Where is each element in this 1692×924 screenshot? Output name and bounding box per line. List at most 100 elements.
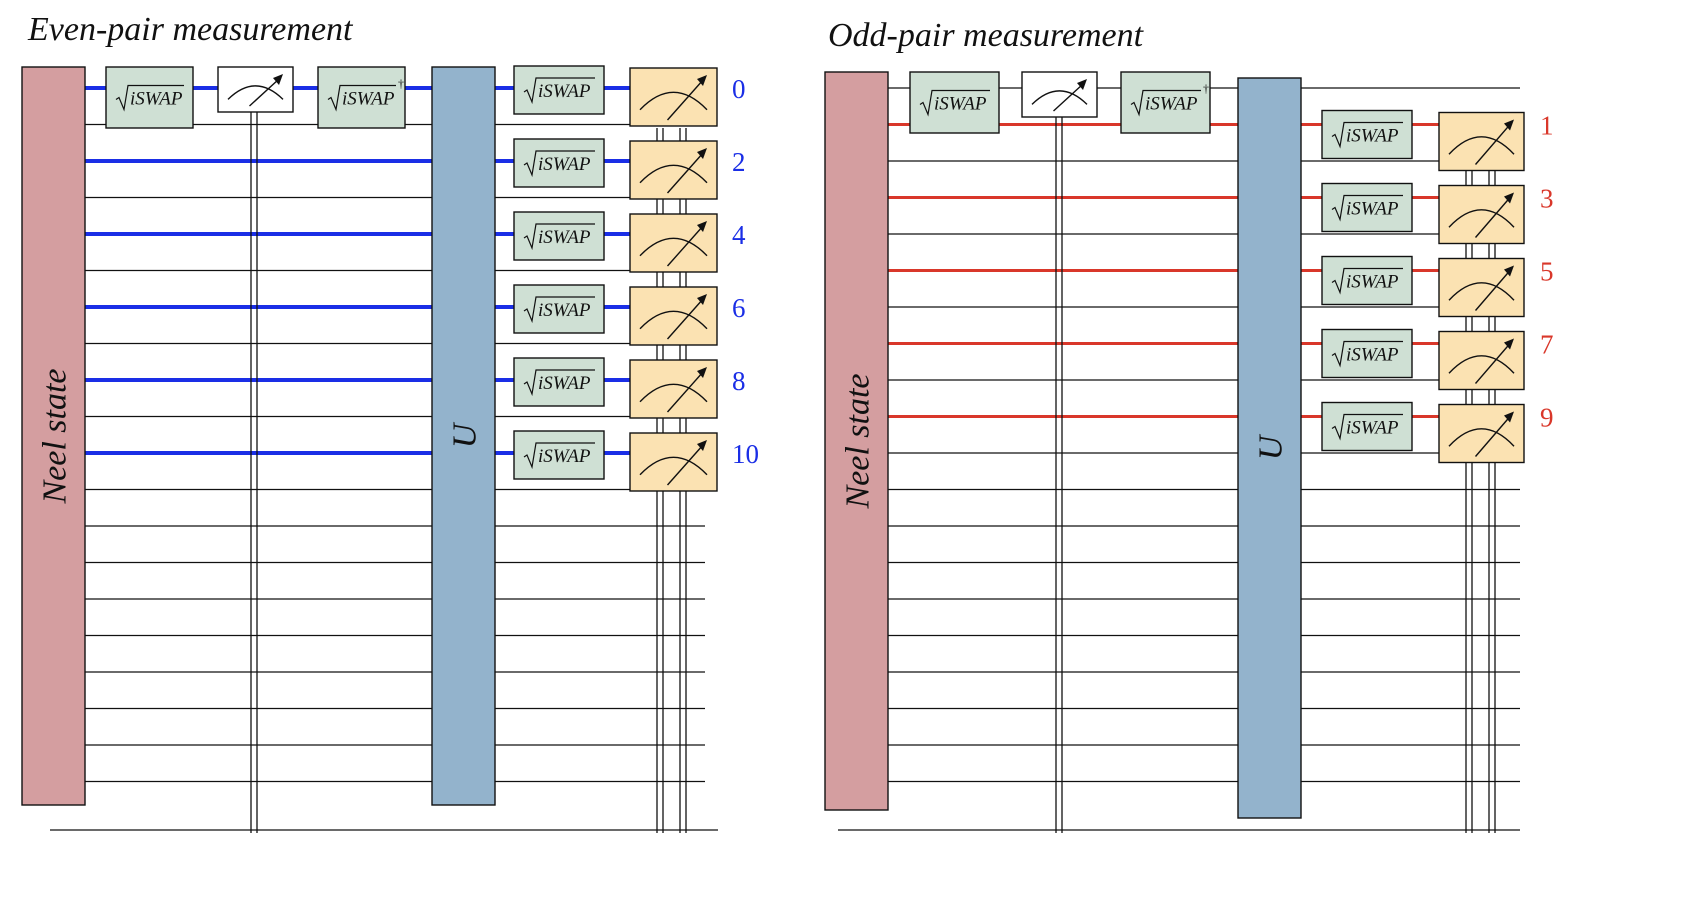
gate-label: iSWAP [130,89,183,110]
sqrt-iswap-gate: iSWAP [105,66,194,129]
gate-box [513,138,605,188]
qubit-wires [888,87,1520,783]
gate-box [1321,328,1413,379]
meter-needle [1474,197,1511,238]
sqrt-iswap-dagger-gate: iSWAP† [317,66,406,129]
meter-needle [666,152,704,194]
gate-label: iSWAP [538,446,591,467]
mid-measurement [1021,71,1098,118]
pair-sqrt-iswap-gate: iSWAP [513,211,605,261]
gate-box [1321,401,1413,452]
pair-index-label: 10 [732,439,759,469]
sqrt-symbol [919,89,990,117]
panel-title: Even-pair measurement [27,11,354,48]
meter-needle [666,444,704,486]
gate-label: iSWAP [1145,94,1198,115]
pair-index-label: 0 [732,74,746,104]
sqrt-iswap-dagger-gate: iSWAP † [1120,71,1211,134]
sqrt-symbol [115,84,184,112]
neel-state-block: Neel state [21,66,86,806]
meter-arc [639,310,708,330]
meter-needle [1474,416,1511,457]
mid-measurement [217,66,294,113]
sqrt-symbol [523,77,595,105]
pair-measurement [629,432,718,492]
meter-arc [639,91,708,111]
pair-index-label: 2 [732,147,746,177]
pair-sqrt-iswap-gate: iSWAP [1321,328,1413,379]
pair-sqrt-iswap-gate: iSWAP [1321,255,1413,306]
pair-index-label: 5 [1540,257,1554,287]
unitary-rect [1237,77,1302,819]
sqrt-symbol [327,84,396,112]
neel-state-block: Neel state [824,71,889,811]
dagger-mark: † [398,77,404,91]
gate-box [513,284,605,334]
unitary-block: U [431,66,496,806]
meter-arrowhead [1504,338,1514,350]
meter-arrowhead [1504,265,1514,277]
meter-needle [666,371,704,413]
panel-title: Odd-pair measurement [828,17,1145,54]
sqrt-symbol [1331,121,1403,149]
meter-arc [639,456,708,476]
pair-sqrt-iswap-gate: iSWAP [513,284,605,334]
meter-arc [639,237,708,257]
gate-box [1321,182,1413,233]
meter-arc [1031,90,1088,105]
sqrt-symbol [1331,194,1403,222]
sqrt-symbol [1331,413,1403,441]
gate-box [513,65,605,115]
meter-needle [666,225,704,267]
qubit-wires [83,87,705,783]
pair-sqrt-iswap-gate: iSWAP [1321,182,1413,233]
meter-arrowhead [697,294,707,305]
pair-measurement [629,140,718,200]
meter-arc [1448,282,1515,301]
pair-measurement [1438,111,1525,172]
meter-arrowhead [1504,192,1514,204]
gate-label: iSWAP [1346,199,1399,220]
sqrt-symbol [523,296,595,324]
meter-arc [1448,428,1515,447]
pair-measurement [629,286,718,346]
meter-arrowhead [273,74,283,85]
pair-sqrt-iswap-gate: iSWAP [1321,401,1413,452]
unitary-rect [431,66,496,806]
meter-needle [1053,83,1084,112]
meter-arrowhead [1504,119,1514,131]
meter-needle [1474,124,1511,165]
meter-arrowhead [1077,79,1087,90]
dagger-mark: † [1203,82,1209,96]
sqrt-symbol [523,442,595,470]
pair-measurement [629,213,718,273]
meter-arc [1448,136,1515,155]
pair-index-label: 1 [1540,111,1554,141]
pair-sqrt-iswap-gate: iSWAP [513,357,605,407]
gate-label: iSWAP [1346,126,1399,147]
meter-arrowhead [697,75,707,86]
pair-measurement [1438,330,1525,391]
gate-box [909,71,1000,134]
unitary-block: U [1237,77,1302,819]
pair-measurement [1438,257,1525,318]
neel-rect [21,66,86,806]
neel-label: Neel state [37,368,74,504]
pair-index-label: 9 [1540,403,1554,433]
gate-box [513,430,605,480]
gate-label: iSWAP [538,300,591,321]
pair-sqrt-iswap-gate: iSWAP [513,138,605,188]
meter-needle [666,298,704,340]
meter-needle [1474,343,1511,384]
gate-label: iSWAP [342,89,395,110]
sqrt-symbol [523,369,595,397]
meter-arc [639,164,708,184]
gate-label: iSWAP [538,81,591,102]
meter-needle [1474,270,1511,311]
meter-arc [639,383,708,403]
gate-box [317,66,406,129]
meter-arc [227,85,284,100]
gate-box [1120,71,1211,134]
gate-label: iSWAP [1346,345,1399,366]
